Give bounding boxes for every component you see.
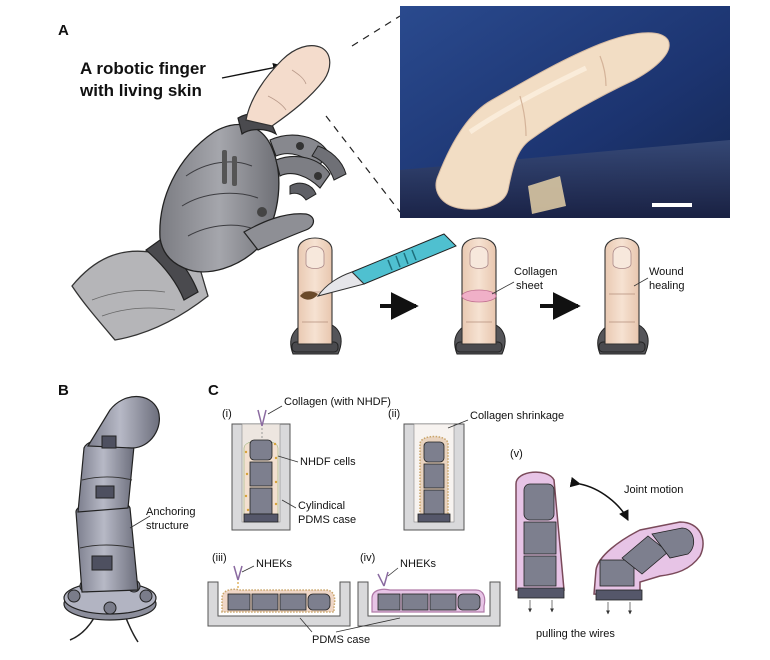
shrinkage-label: Collagen shrinkage [470,410,565,422]
nhdf-cells-pointer [277,455,299,463]
panel-c-label: C [208,382,219,399]
collagen-nhdf-pointer [267,405,283,415]
panel-b-label: B [58,382,69,399]
wound-finger-3 [597,237,649,355]
headline-line-2: with living skin [80,81,202,100]
step-iv-label: (iv) [360,552,376,564]
joint-motion-arrow [569,476,629,521]
step-v-straight-finger [515,471,565,613]
step-i-diagram [231,409,291,531]
skin-finger-illustration [245,45,331,127]
step-v-label: (v) [510,448,523,460]
panel-a-label: A [58,22,69,39]
wound-healing-line-2: healing [649,280,685,292]
robotic-finger-skeleton [63,396,160,643]
anchoring-line-2: structure [146,520,189,532]
wound-finger-1 [290,237,342,355]
step-iii-label: (iii) [212,552,227,564]
nheks-2-pointer [387,567,399,577]
pulling-wires-label: pulling the wires [536,628,615,640]
headline-line-1: A robotic finger [80,59,206,78]
step-iii-diagram [207,565,351,627]
step-i-label: (i) [222,408,232,420]
pdms-case-pointer [281,499,297,509]
scalpel-icon [316,233,457,297]
step-iv-diagram [357,571,501,627]
wound-healing-line-1: Wound [649,266,684,278]
case-line-2: PDMS case [298,514,357,526]
step-v-bent-finger [593,521,704,615]
pdms-case-bottom-pointer-2 [335,617,401,633]
joint-motion-label: Joint motion [624,484,684,496]
collagen-sheet-line-2: sheet [516,280,543,292]
headline-arrow [221,62,283,79]
nheks-1-pointer [241,565,255,573]
shrinkage-pointer [447,419,469,429]
pdms-case-bottom-pointer [299,617,313,633]
finger-photo [400,6,730,218]
pdms-case-label: PDMS case [312,634,371,646]
wound-finger-2 [454,237,515,355]
zoom-line-top [351,15,401,47]
nheks-2-label: NHEKs [400,558,437,570]
case-line-1: Cylindical [298,500,346,512]
collagen-sheet-line-1: Collagen [514,266,558,278]
nhdf-cells-label: NHDF cells [300,456,356,468]
anchoring-pointer [129,515,151,529]
robotic-hand-illustration [71,113,347,341]
anchoring-line-1: Anchoring [146,506,196,518]
scale-bar [652,203,692,207]
step-ii-label: (ii) [388,408,401,420]
collagen-nhdf-label: Collagen (with NHDF) [284,396,391,408]
step-ii-diagram [403,423,465,531]
nheks-1-label: NHEKs [256,558,293,570]
